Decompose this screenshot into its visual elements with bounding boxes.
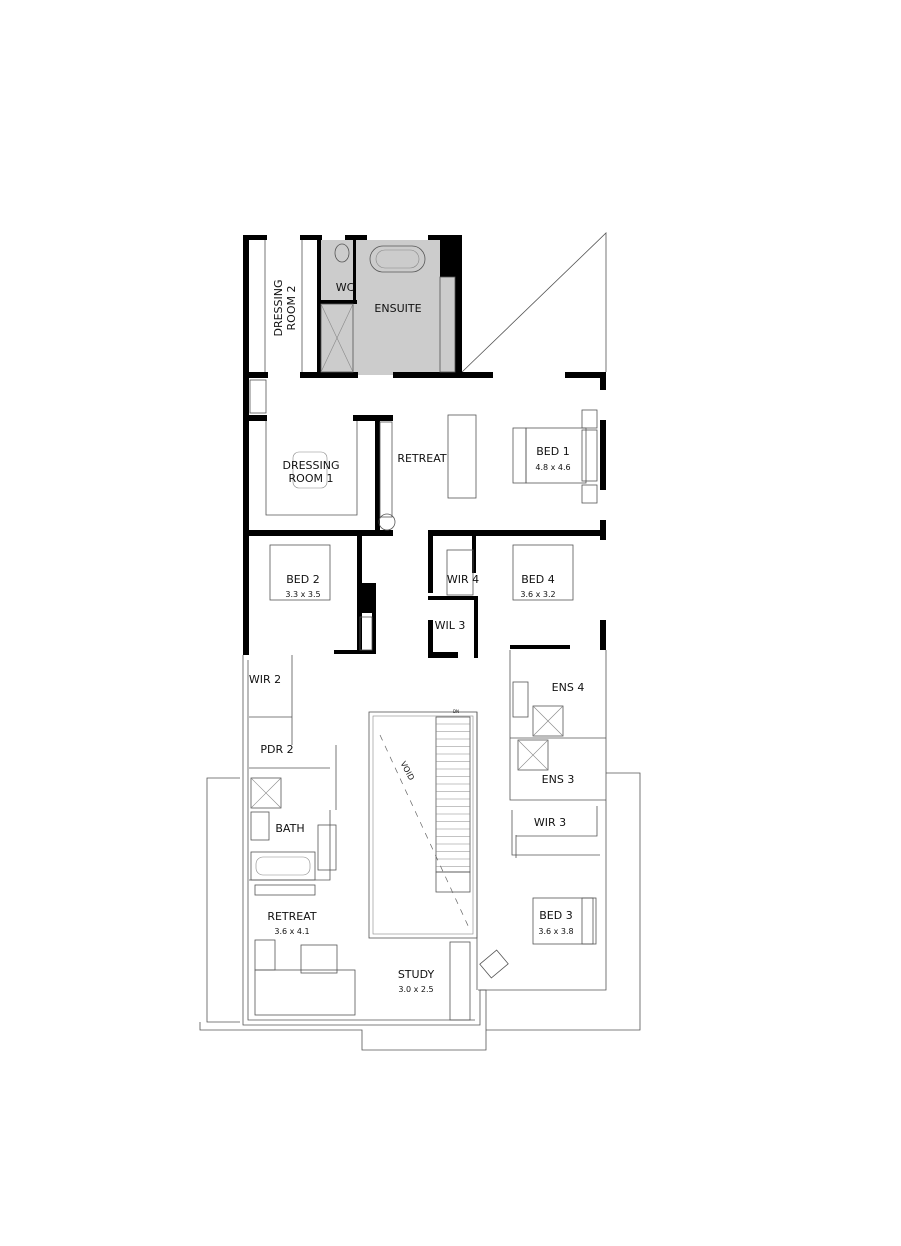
label-wir-4: WIR 4 [447, 573, 479, 586]
label-study: STUDY [398, 968, 435, 981]
label-bed-3: BED 3 [539, 909, 572, 922]
dims-study: 3.0 x 2.5 [398, 985, 433, 994]
ensuite-wet-area [318, 240, 455, 375]
label-pdr-2: PDR 2 [260, 743, 293, 756]
label-dressing-room-2-line2: ROOM 2 [285, 286, 298, 331]
label-bed-4: BED 4 [521, 573, 554, 586]
label-ensuite: ENSUITE [374, 302, 421, 315]
label-ens-4: ENS 4 [552, 681, 585, 694]
label-dressing-room-1-line2: ROOM 1 [289, 472, 334, 485]
label-wir-3: WIR 3 [534, 816, 566, 829]
label-wil-3: WIL 3 [435, 619, 466, 632]
label-dressing-room-1: DRESSING [282, 459, 339, 472]
dims-bed-4: 3.6 x 3.2 [520, 590, 555, 599]
staircase[interactable]: DN [435, 709, 471, 893]
dims-retreat-lower: 3.6 x 4.1 [274, 927, 309, 936]
label-ens-3: ENS 3 [542, 773, 575, 786]
label-bed-1: BED 1 [536, 445, 569, 458]
label-bath: BATH [275, 822, 304, 835]
walls [243, 235, 606, 658]
room-labels: DRESSING ROOM 2 WC ENSUITE DRESSING ROOM… [249, 279, 584, 994]
stair-direction-label: DN [453, 709, 459, 714]
label-bed-2: BED 2 [286, 573, 319, 586]
dims-bed-2: 3.3 x 3.5 [285, 590, 320, 599]
label-retreat-upper: RETREAT [397, 452, 447, 465]
balcony-outline [461, 232, 607, 373]
label-wir-2: WIR 2 [249, 673, 281, 686]
interior-linework [242, 616, 607, 1026]
label-dressing-room-2: DRESSING [272, 279, 285, 336]
upper-fixtures [249, 240, 598, 601]
label-retreat-lower: RETREAT [267, 910, 317, 923]
void-diagonal [379, 734, 471, 931]
dims-bed-1: 4.8 x 4.6 [535, 463, 570, 472]
label-wc: WC [336, 281, 355, 294]
ground-floor-outline [199, 772, 641, 1051]
dims-bed-3: 3.6 x 3.8 [538, 927, 573, 936]
label-void: VOID [399, 760, 416, 782]
